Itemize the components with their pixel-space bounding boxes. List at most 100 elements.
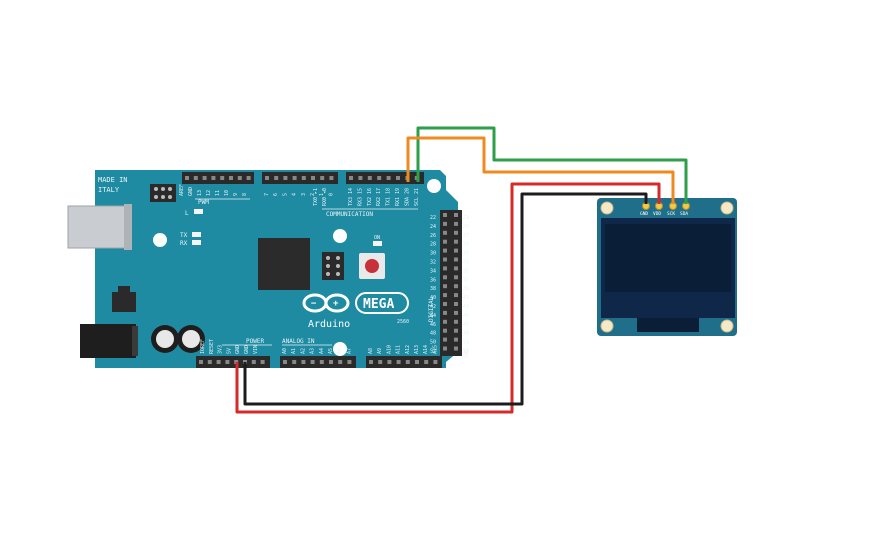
header-right-digital [440, 210, 462, 356]
wire-scl-orange [406, 136, 675, 204]
oled-screen [605, 224, 731, 292]
pin-label-communication: RX2 17 [376, 188, 382, 206]
header-pin [454, 266, 458, 271]
made-in-label-2: ITALY [98, 186, 120, 194]
arduino-logo: − + Arduino [302, 293, 350, 330]
pin-label-digital: 30 [430, 251, 436, 257]
header-pin [454, 248, 458, 253]
header-pin [424, 360, 429, 364]
led-tx [192, 232, 201, 237]
oled-ribbon [637, 318, 699, 332]
header-pin [260, 360, 265, 364]
header-pin [251, 360, 256, 364]
power-jack [80, 324, 136, 358]
pin-label-digital: 47 [463, 322, 469, 328]
pin-label-communication: RX1 19 [395, 188, 401, 206]
header-pin [454, 230, 458, 235]
pin-label-digital: 39 [463, 286, 469, 292]
header-pin [443, 221, 447, 226]
pin-label-aref: AREF [179, 184, 185, 196]
header-pin [311, 176, 315, 180]
header-pin [443, 266, 447, 271]
svg-text:−: − [311, 299, 317, 309]
led-on-label: ON [374, 235, 380, 241]
pin-label-digital: 38 [430, 286, 436, 292]
oled-pin-label: GND [640, 211, 648, 217]
header-pin [386, 176, 391, 180]
pin-label-analog: A15 [432, 345, 438, 354]
header-pin [377, 176, 382, 180]
pin-label-digital: 52 [430, 349, 436, 355]
pin-label-analog: A14 [423, 345, 429, 354]
header-pin [301, 176, 306, 180]
header-pin [367, 176, 372, 180]
header-pin [443, 328, 447, 333]
header-pin [454, 221, 458, 226]
svg-text:+: + [333, 299, 339, 309]
pin-label-power: VIN [253, 345, 259, 354]
oled-mount-hole [600, 201, 614, 215]
oled-mount-hole [720, 319, 734, 333]
pin-label-digital: 26 [430, 233, 436, 239]
pin-label-digital: 28 [430, 242, 436, 248]
header-pin [319, 360, 324, 364]
pin-label-digital: 37 [463, 277, 469, 283]
pin-label-digital: 41 [463, 295, 469, 301]
header-pin [443, 248, 447, 253]
header-pin [405, 360, 410, 364]
header-pin [443, 302, 447, 306]
led-l-label: L [185, 210, 189, 217]
icsp-header-top [150, 184, 176, 202]
pin-label-digital: 40 [430, 295, 436, 301]
digital-label: DIGITAL [428, 296, 435, 322]
pin-label-digital: 48 [430, 331, 436, 337]
header-pin [443, 213, 447, 217]
header-pin [347, 360, 352, 364]
pin-label-analog: A9 [377, 348, 383, 354]
header-pin [443, 257, 447, 262]
header-pin [443, 310, 447, 315]
pin-label-communication: TX3 14 [348, 188, 354, 206]
pin-label-top: 9 [233, 193, 239, 196]
pin-label-communication: SDA 20 [404, 188, 410, 206]
analog-in-label: ANALOG IN [282, 338, 315, 345]
header-top-communication [346, 172, 424, 184]
pin-label-top: 0 [328, 193, 334, 196]
pwm-label: PWM [198, 199, 209, 206]
header-pin [185, 176, 189, 180]
pin-label-analog: A5 [328, 348, 334, 354]
pin-label-digital: 53 [463, 349, 469, 355]
pin-label-digital: 33 [463, 260, 469, 266]
pin-label-top: 12 [206, 190, 212, 196]
mounting-hole [333, 342, 347, 356]
pin-label-analog: A10 [386, 345, 392, 354]
pin-label-analog: A7 [346, 348, 352, 354]
header-pin [454, 293, 458, 298]
header-pin [443, 284, 447, 289]
header-pin [225, 360, 230, 364]
header-pin [274, 176, 279, 180]
header-pin [454, 328, 458, 333]
power-label: POWER [246, 338, 264, 345]
pin-label-digital: 23 [463, 215, 469, 221]
header-pin [454, 284, 458, 289]
oled-pin-label: SDA [680, 211, 688, 217]
pin-label-top: 10 [224, 190, 230, 196]
pin-label-digital: 24 [430, 224, 436, 230]
mounting-hole [333, 229, 347, 243]
header-pin [283, 360, 287, 364]
pin-label-digital: 27 [463, 233, 469, 239]
mounting-hole [427, 179, 441, 193]
arduino-mega-board: MADE IN ITALY PWM L TX RX ON COMMUNICATI… [67, 170, 470, 368]
header-pin [378, 360, 383, 364]
header-pin [202, 176, 207, 180]
pin-label-top: 7 [264, 193, 270, 196]
header-pin [310, 360, 315, 364]
pin-label-power: IOREF [200, 339, 206, 354]
pin-label-gnd: GND [188, 187, 194, 196]
header-pin [443, 230, 447, 235]
led-l [194, 209, 203, 214]
header-pin [443, 293, 447, 298]
